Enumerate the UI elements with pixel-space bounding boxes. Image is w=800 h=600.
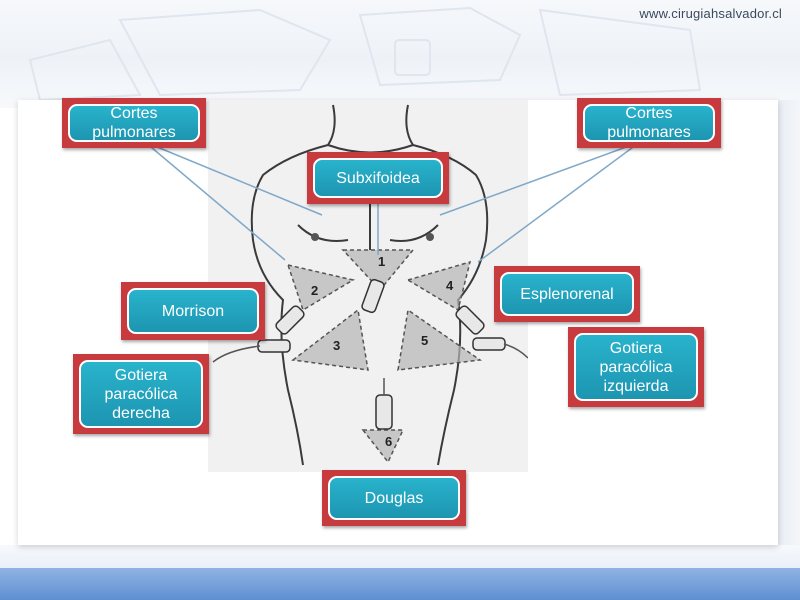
label-cortes-pulmonares-left: Cortes pulmonares [62, 98, 206, 148]
label-esplenorenal: Esplenorenal [494, 266, 640, 322]
header-watermark [28, 6, 702, 102]
zone-number-3: 3 [333, 338, 340, 353]
label-douglas: Douglas [322, 470, 466, 526]
label-morrison: Morrison [121, 282, 265, 340]
site-url: www.cirugiahsalvador.cl [639, 6, 782, 21]
zone-number-2: 2 [311, 283, 318, 298]
label-subxifoidea: Subxifoidea [307, 152, 449, 204]
zone-number-1: 1 [378, 254, 385, 269]
footer-strip [0, 545, 800, 568]
zone-number-6: 6 [385, 434, 392, 449]
zone-number-5: 5 [421, 333, 428, 348]
footer-band [0, 568, 800, 600]
zone-number-4: 4 [446, 278, 454, 293]
card-shadow-edge [778, 100, 800, 570]
label-gotiera-paracolica-izquierda: Gotiera paracólica izquierda [568, 327, 704, 407]
slide-header: www.cirugiahsalvador.cl [0, 0, 800, 108]
label-gotiera-paracolica-derecha: Gotiera paracólica derecha [73, 354, 209, 434]
label-cortes-pulmonares-right: Cortes pulmonares [577, 98, 721, 148]
